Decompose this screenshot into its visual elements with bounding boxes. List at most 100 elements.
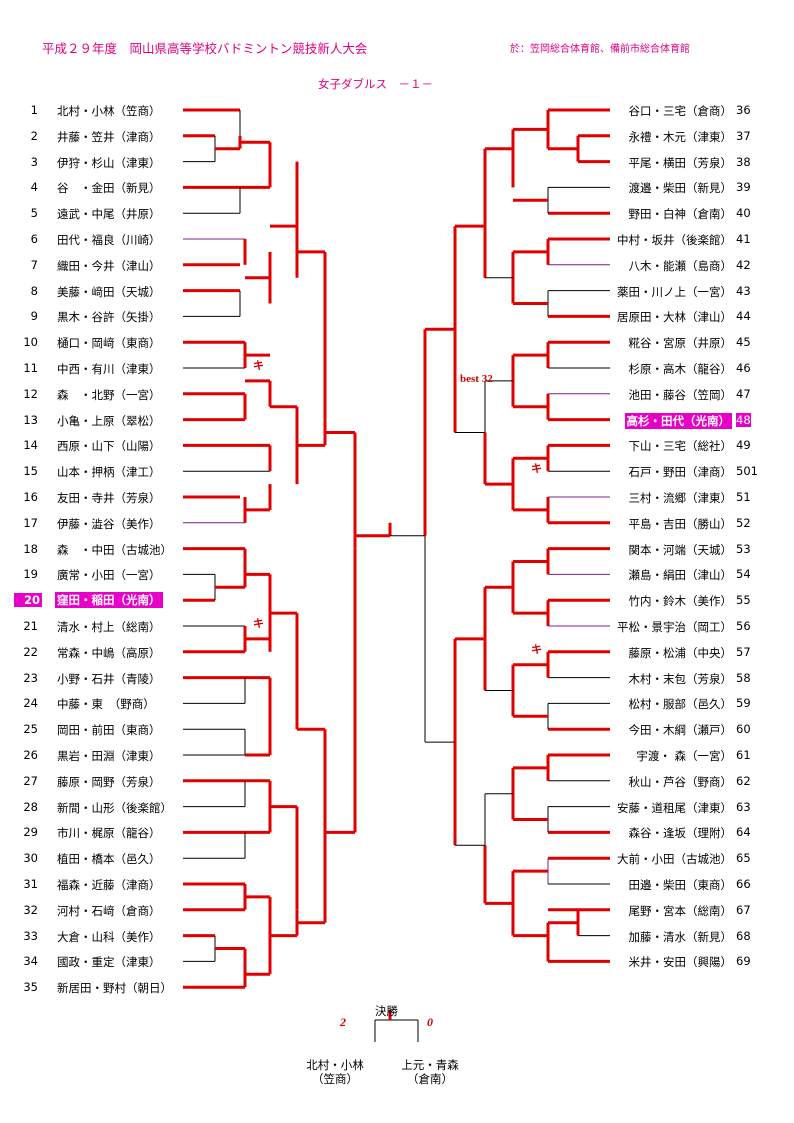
entry-name: 黒木・谷許（矢掛）	[57, 310, 161, 325]
entry-name: 岡田・前田（東商）	[57, 723, 161, 738]
entry-number: 57	[736, 644, 751, 659]
entry-name: 関本・河端（天城）	[628, 542, 733, 557]
entry-number: 14	[23, 438, 38, 453]
entry-number: 19	[23, 567, 38, 582]
entry-name: 遠武・中尾（井原）	[57, 207, 161, 222]
entry-number: 18	[23, 541, 38, 556]
entry-name: 伊藤・澁谷（美作）	[57, 516, 161, 531]
final-right-score: 0	[427, 1015, 433, 1029]
entry-number: 54	[736, 567, 751, 582]
entry-name: 井藤・笠井（津商）	[57, 129, 161, 144]
entry-name: 宇渡・ 森（一宮）	[636, 749, 732, 763]
entry-name: 田邉・柴田（東商）	[628, 878, 733, 892]
entry-number: 13	[23, 412, 38, 427]
entry-number: 28	[23, 799, 38, 814]
entry-number: 55	[736, 593, 751, 608]
entry-name: 小亀・上原（翠松）	[57, 413, 161, 428]
entry-name: 池田・藤谷（笠岡）	[628, 387, 733, 402]
final-left-player: 北村・小林 （笠商）	[285, 1058, 385, 1086]
entry-name: 野田・白神（倉南）	[628, 207, 733, 222]
entry-name: 秋山・芦谷（野商）	[628, 774, 733, 789]
entry-number: 8	[30, 283, 38, 298]
entry-name: 森 ・中田（古城池）	[57, 542, 172, 557]
entry-name: 伊狩・杉山（津東）	[57, 155, 161, 170]
entry-name: 平尾・横田（芳泉）	[628, 155, 733, 170]
final-left-school: （笠商）	[312, 1072, 358, 1086]
entry-name: 高杉・田代（光南）	[624, 412, 732, 429]
entry-name: 平島・吉田（勝山）	[628, 516, 733, 531]
entry-name: 谷 ・金田（新見）	[57, 181, 161, 196]
entry-name: 國政・重定（津東）	[57, 955, 161, 970]
entry-number: 12	[23, 386, 38, 401]
entry-name: 山本・押柄（津工）	[57, 465, 161, 480]
entry-name: 居原田・大林（津山）	[617, 310, 732, 325]
entry-name: 谷口・三宅（倉商）	[628, 104, 733, 118]
entry-number: 67	[736, 902, 751, 917]
entry-number: 58	[736, 670, 751, 685]
entry-name: 薬田・川ノ上（一宮）	[617, 284, 732, 299]
entry-number: 46	[736, 361, 751, 375]
entry-name: 渡邉・柴田（新見）	[628, 181, 733, 196]
entry-number: 62	[736, 773, 751, 788]
entry-name: 加藤・清水（新見）	[628, 929, 733, 944]
entry-number: 27	[23, 773, 38, 788]
entry-name: 中西・有川（津東）	[57, 362, 161, 376]
entry-number: 49	[736, 438, 751, 453]
entry-number: 26	[23, 748, 38, 762]
entry-number: 23	[23, 670, 38, 685]
entry-number: 4	[30, 180, 38, 195]
entry-name: 小野・石井（青陵）	[57, 671, 161, 686]
entry-number: 66	[736, 877, 751, 891]
entry-number: 64	[736, 825, 751, 840]
entry-number: 25	[23, 722, 38, 737]
entry-name: 瀬島・絹田（津山）	[628, 568, 733, 583]
entry-name: 竹内・鈴木（美作）	[628, 594, 733, 609]
entry-name: 永禮・木元（津東）	[628, 129, 733, 144]
entry-name: 森 ・北野（一宮）	[57, 387, 161, 402]
page-title: 平成２９年度 岡山県高等学校バドミントン競技新人大会	[42, 41, 368, 56]
entry-number: 59	[736, 696, 751, 711]
venue-label: 於：笠岡総合体育館、備前市総合体育館	[510, 44, 690, 55]
final-label: 決勝	[375, 1004, 398, 1018]
walkover-mark: キ	[531, 643, 542, 656]
entry-name: 中藤・東 （野商）	[57, 697, 155, 712]
entry-name: 森谷・逢坂（理附）	[628, 826, 733, 841]
entry-number: 44	[736, 309, 751, 324]
entry-name: 市川・梶原（龍谷）	[57, 826, 161, 841]
event-subtitle: 女子ダブルス －１－	[318, 77, 433, 91]
entry-name: 大前・小田（古城池）	[617, 852, 732, 867]
entry-name: 新居田・野村（朝日）	[57, 981, 172, 996]
entry-number: 10	[23, 335, 38, 350]
entry-number: 56	[736, 619, 751, 633]
entry-number: 45	[736, 335, 751, 350]
entry-number: 61	[736, 748, 751, 762]
entry-name: 八木・能瀬（島商）	[628, 258, 733, 273]
entry-number: 36	[736, 103, 751, 117]
entry-number: 11	[23, 361, 38, 375]
entry-number: 7	[30, 257, 38, 272]
entry-name: 廣常・小田（一宮）	[57, 568, 161, 583]
entry-number: 3	[30, 154, 38, 169]
entry-number: 68	[736, 928, 751, 943]
entry-name: 清水・村上（総南）	[57, 620, 161, 634]
entry-name: 黒岩・田淵（津東）	[57, 749, 161, 763]
entry-name: 松村・服部（邑久）	[628, 697, 733, 712]
entry-number: 33	[23, 928, 38, 943]
entry-number: 16	[23, 490, 38, 504]
entry-name: 窪田・稲田（光南）	[55, 592, 163, 609]
entry-name: 美藤・﨑田（天城）	[57, 284, 161, 299]
entry-number: 51	[736, 490, 751, 504]
walkover-mark: キ	[253, 617, 264, 630]
entry-number: 21	[23, 619, 38, 633]
walkover-mark: キ	[253, 359, 264, 372]
entry-number: 40	[736, 206, 751, 221]
entry-name: 織田・今井（津山）	[57, 258, 161, 273]
entry-name: 下山・三宅（総社）	[628, 439, 733, 454]
final-right-player: 上元・青森 （倉南）	[380, 1058, 480, 1086]
entry-number: 15	[23, 464, 38, 479]
entry-number: 52	[736, 515, 751, 530]
final-left-name: 北村・小林	[306, 1058, 364, 1072]
entry-name: 河村・石﨑（倉商）	[57, 903, 161, 918]
